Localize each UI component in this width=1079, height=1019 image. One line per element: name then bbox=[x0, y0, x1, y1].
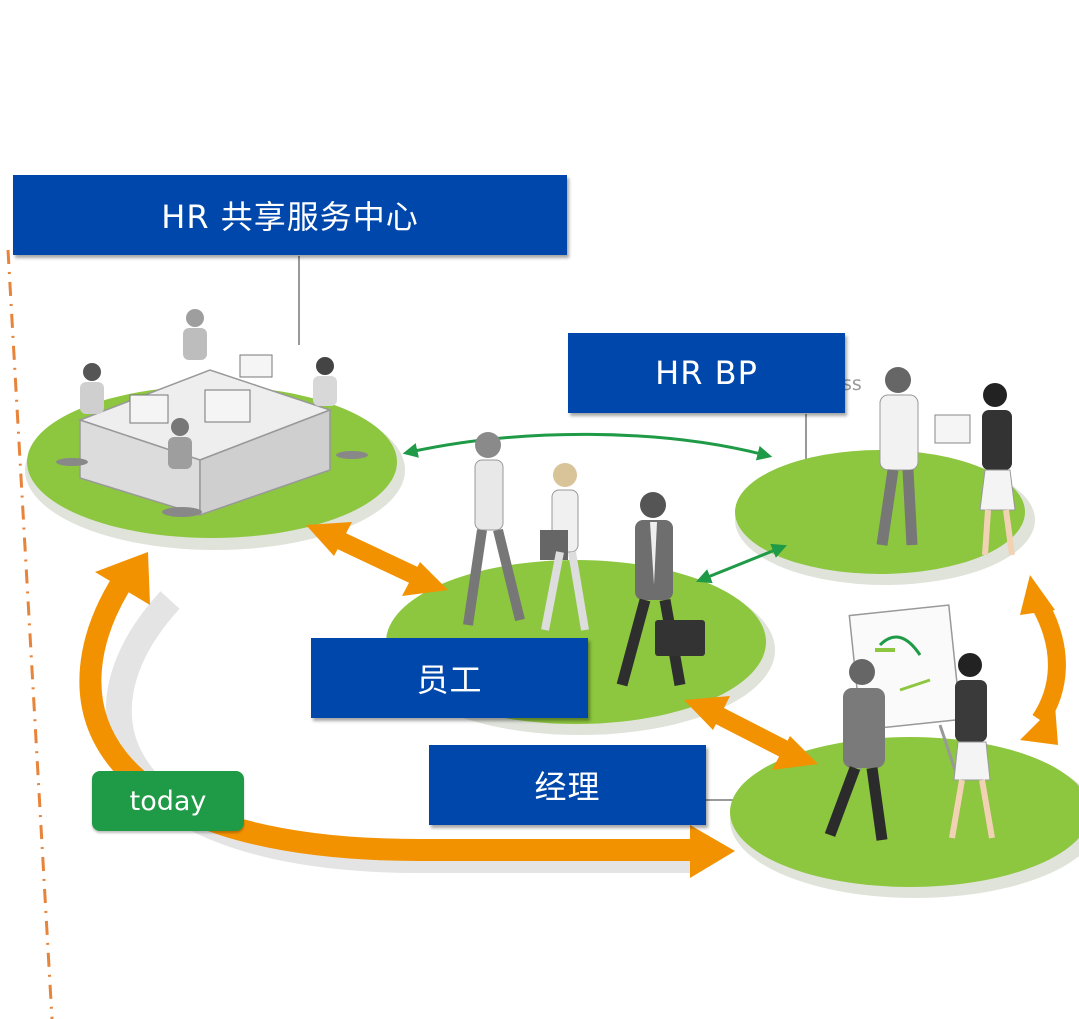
label-manager: 经理 bbox=[429, 745, 706, 825]
walking-employees-icon bbox=[463, 432, 705, 687]
green-arrow-employee-bp bbox=[696, 543, 787, 584]
orange-arrow-employee-manager bbox=[684, 696, 818, 770]
label-hr-business-partner: HR BP bbox=[568, 333, 845, 413]
today-badge: today bbox=[92, 771, 244, 831]
manager-handshake-icon bbox=[824, 604, 995, 841]
label-hr-shared-service-center: HR 共享服务中心 bbox=[13, 175, 567, 255]
office-workstation-icon bbox=[56, 309, 368, 517]
platform-manager bbox=[730, 737, 1079, 898]
orange-arrow-bp-manager bbox=[1020, 575, 1066, 745]
business-partners-icon bbox=[876, 367, 1016, 556]
fragment-text: ss bbox=[842, 373, 862, 395]
dashed-boundary-line bbox=[6, 249, 54, 1019]
green-arrow-ssc-bp bbox=[402, 432, 773, 461]
orange-arrow-ssc-employee bbox=[306, 522, 448, 596]
label-employee: 员工 bbox=[311, 638, 588, 718]
